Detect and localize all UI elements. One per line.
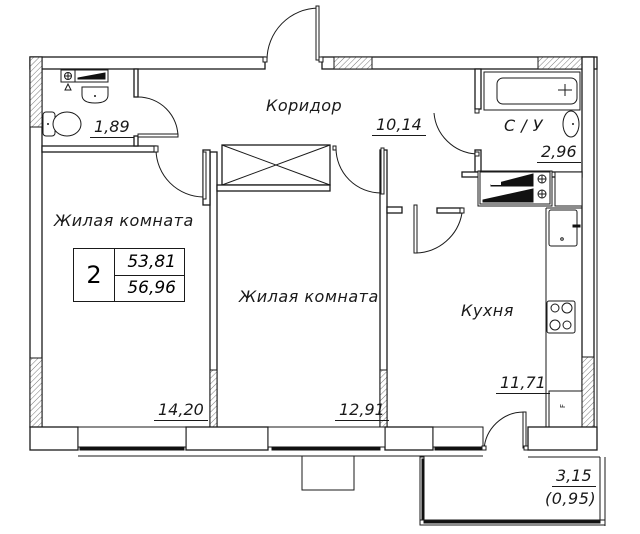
room-name-living-room-1: Жилая комната [54,211,194,230]
living-area-value: 53,81 [115,249,184,276]
room-area-living-room-2: 12,91 [335,401,389,421]
bathtub-icon [483,71,581,111]
entrance-door[interactable] [262,5,324,63]
room-name-corridor: Коридор [266,96,343,115]
ac-unit-outline [301,455,355,491]
wc-door[interactable] [137,96,179,138]
interior-walls [202,68,583,428]
wc-sink-icon [81,86,109,104]
exterior-wall-right [581,56,598,428]
total-area-value: 56,96 [127,278,176,299]
kitchen-door[interactable] [413,204,465,254]
window-kitchen [432,426,484,457]
stove-icon [546,300,576,334]
kitchen-counter [545,207,582,427]
fridge-label: F [559,403,568,409]
apartment-summary-box: 2 53,81 56,96 [73,248,185,302]
room-area-balcony: 3,15 [552,467,596,487]
room-area-bathroom: 2,96 [537,143,581,163]
washing-machine-icon [477,170,583,207]
room-area-living-room-1: 14,20 [154,401,208,421]
room-name-living-room-2: Жилая комната [239,287,379,306]
fridge-icon [548,390,583,428]
room-name-bathroom: С / У [504,116,543,135]
room-name-kitchen: Кухня [461,301,514,320]
water-meter-icon [60,69,109,91]
room-area-kitchen: 11,71 [496,374,550,394]
toilet-icon [42,111,82,137]
bathroom-sink-icon [562,110,580,138]
living-room-2-door[interactable] [332,145,385,195]
rooms-count: 2 [74,249,115,301]
balcony [419,456,606,526]
exterior-wall-top [29,56,598,70]
exterior-wall-left [29,56,43,428]
kitchen-sink-icon [548,209,581,247]
bathroom-door[interactable] [433,108,480,157]
window-living-room-1 [77,426,268,457]
room-area-corridor: 10,14 [372,116,426,136]
balcony-door[interactable] [481,411,529,451]
living-room-1-door[interactable] [153,145,207,200]
room-area-wc: 1,89 [90,118,134,138]
room-area-balcony-reduced: (0,95) [545,489,597,508]
